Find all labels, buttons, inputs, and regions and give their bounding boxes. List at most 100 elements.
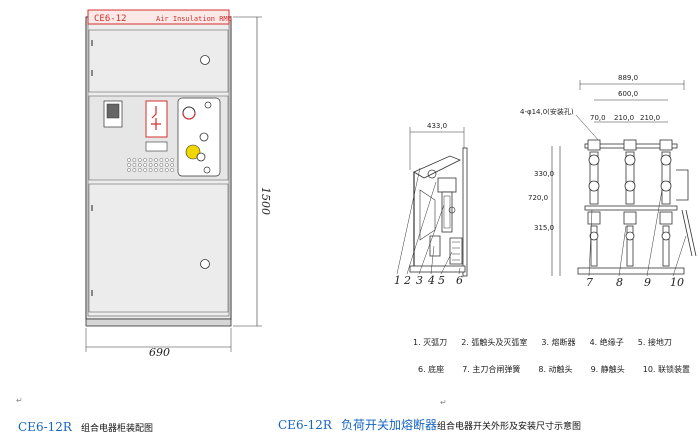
vent-hole (148, 168, 153, 172)
pitch-dimension-2: 210,0 (614, 114, 634, 122)
vent-hole (170, 168, 175, 172)
side-callout-number: 3 (416, 274, 423, 287)
pitch-dimension-1: 70,0 (590, 114, 606, 122)
side-callout-leader-line (396, 167, 421, 275)
front-base (577, 267, 685, 275)
side-callout-leader-line (406, 181, 437, 275)
fuse (441, 191, 453, 233)
arc-blade (413, 155, 461, 179)
interlock-rod (681, 209, 697, 257)
legend-row-1: 1. 灭弧刀 2. 弧触头及灭弧室 3. 熔断器 4. 绝缘子 5. 接地刀 (413, 337, 672, 348)
vent-hole (143, 168, 148, 172)
screw-icon (203, 166, 211, 174)
legend-item: 2. 弧触头及灭弧室 (461, 338, 528, 347)
vent-hole (170, 158, 175, 162)
paragraph-mark-icon: ↵ (16, 396, 23, 405)
phase-2 (623, 139, 637, 267)
ventilation-grille (127, 158, 175, 172)
span-dimension: 600,0 (618, 90, 638, 98)
legend-item: 3. 熔断器 (541, 338, 576, 347)
right-caption: CE6-12R 负荷开关加熔断器组合电器开关外形及安装尺寸示意图 (278, 414, 581, 433)
earthing-shaft-icon (196, 152, 206, 162)
legend-item: 1. 灭弧刀 (413, 338, 448, 347)
paragraph-mark-icon: ↵ (440, 398, 447, 407)
legend-item: 9. 静触头 (590, 365, 625, 374)
lower-door (88, 183, 229, 313)
right-caption-title: 负荷开关加熔断器 (341, 418, 438, 432)
phase-1 (587, 139, 601, 267)
side-callout-number: 5 (438, 274, 445, 287)
vent-hole (170, 163, 175, 167)
vent-hole (137, 163, 142, 167)
screw-icon (204, 101, 212, 109)
front-callout-leader-line (618, 225, 627, 277)
nameplate-code: CE6-12 (94, 14, 127, 24)
vent-hole (154, 158, 158, 162)
side-callout-leader-line (440, 251, 453, 275)
cabinet-drawing: CE6-12 Air Insulation RMU 1500 690 (85, 9, 272, 359)
legend-item: 4. 绝缘子 (589, 338, 624, 347)
base-frame (409, 265, 466, 273)
side-callout-number: 6 (456, 274, 463, 287)
side-callout-leader-line (458, 267, 461, 275)
overall-dimension: 889,0 (618, 74, 638, 82)
phase-3 (659, 139, 673, 267)
side-callout-number: 2 (403, 274, 411, 287)
vent-hole (164, 168, 169, 172)
vent-hole (132, 168, 137, 172)
legend-item: 5. 接地刀 (637, 338, 672, 347)
legend-item: 10. 联锁装置 (642, 365, 691, 374)
vent-hole (154, 168, 158, 172)
front-view: 889,0 600,0 70,0 210,0 210,0 4-φ14,0(安装孔… (520, 74, 697, 289)
vent-hole (159, 158, 164, 162)
arc-chamber (437, 177, 457, 193)
middle-bar (584, 205, 678, 211)
nameplate-text: Air Insulation RMU (156, 15, 232, 23)
vent-hole (143, 163, 148, 167)
left-caption-text: 组合电器柜装配图 (81, 424, 154, 434)
vent-hole (132, 163, 137, 167)
vent-hole (137, 168, 142, 172)
vent-hole (159, 168, 164, 172)
front-callout-leader-line (672, 235, 687, 277)
legend: 1. 灭弧刀 2. 弧触头及灭弧室 3. 熔断器 4. 绝缘子 5. 接地刀 (413, 337, 672, 348)
legend-item: 7. 主刀合闸弹簧 (462, 365, 521, 374)
pitch-dimension-3: 210,0 (640, 114, 660, 122)
label-plate (145, 141, 168, 152)
front-callout-number: 8 (616, 276, 623, 289)
width-dimension: 690 (149, 346, 170, 359)
mounting-holes-note: 4-φ14,0(安装孔) (520, 107, 574, 116)
side-callout-leader-line (418, 204, 445, 275)
vent-hole (159, 163, 164, 167)
side-callout-number: 1 (394, 274, 401, 287)
front-callout-number: 9 (644, 276, 651, 289)
side-callout-number: 4 (427, 274, 435, 287)
vent-hole (127, 168, 131, 172)
vent-hole (127, 158, 131, 162)
position-indicator-icon (185, 144, 201, 160)
total-height-dimension: 720,0 (528, 194, 548, 202)
legend-item: 8. 动触头 (538, 365, 573, 374)
vent-hole (148, 158, 153, 162)
lower-door-handle-icon (200, 259, 210, 269)
cabinet-base (85, 318, 232, 327)
earthing-blade (449, 237, 463, 265)
vent-hole (127, 163, 131, 167)
vent-hole (132, 158, 137, 162)
vent-hole (154, 163, 158, 167)
right-caption-code: CE6-12R (278, 418, 332, 432)
left-caption-code: CE6-12R (18, 420, 72, 434)
front-callout-number: 7 (586, 276, 593, 289)
lower-height-dimension: 315,0 (534, 224, 554, 232)
vent-hole (143, 158, 148, 162)
right-caption-text: 组合电器开关外形及安装尺寸示意图 (437, 422, 582, 432)
upper-door-handle-icon (200, 55, 210, 65)
lock-hole-icon (199, 132, 209, 142)
front-callout-leader-line (646, 189, 663, 277)
insulator (429, 235, 441, 257)
